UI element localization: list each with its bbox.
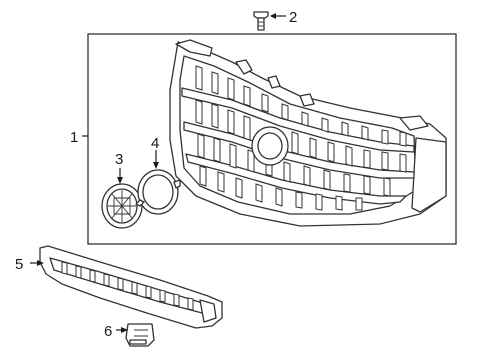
- callout-2-label: 2: [289, 9, 297, 26]
- callout-3-label: 3: [115, 151, 123, 168]
- part-3-emblem: [101, 183, 143, 229]
- grille-slats-row-4: [199, 165, 363, 211]
- callout-2-arrow: [270, 13, 276, 19]
- part-5-lower-grille: [39, 245, 223, 329]
- callout-5-label: 5: [15, 256, 23, 273]
- callout-6-arrow: [121, 327, 128, 333]
- callout-4-label: 4: [151, 135, 159, 152]
- part-2-fastener: [253, 11, 269, 31]
- callout-6-label: 6: [104, 323, 112, 340]
- part-4-emblem-bezel: [135, 169, 181, 215]
- callout-5-arrow: [37, 260, 44, 266]
- callout-1-label: 1: [70, 129, 78, 146]
- assembly-frame: [87, 33, 457, 245]
- part-1-grille: [169, 39, 447, 227]
- grille-slats-row-2: [195, 99, 407, 173]
- callout-4-arrow: [153, 162, 159, 169]
- grille-slats-row-1: [195, 65, 407, 147]
- part-6-bracket: [125, 323, 155, 347]
- callout-3-arrow: [117, 177, 123, 184]
- lower-grille-slats: [61, 261, 194, 311]
